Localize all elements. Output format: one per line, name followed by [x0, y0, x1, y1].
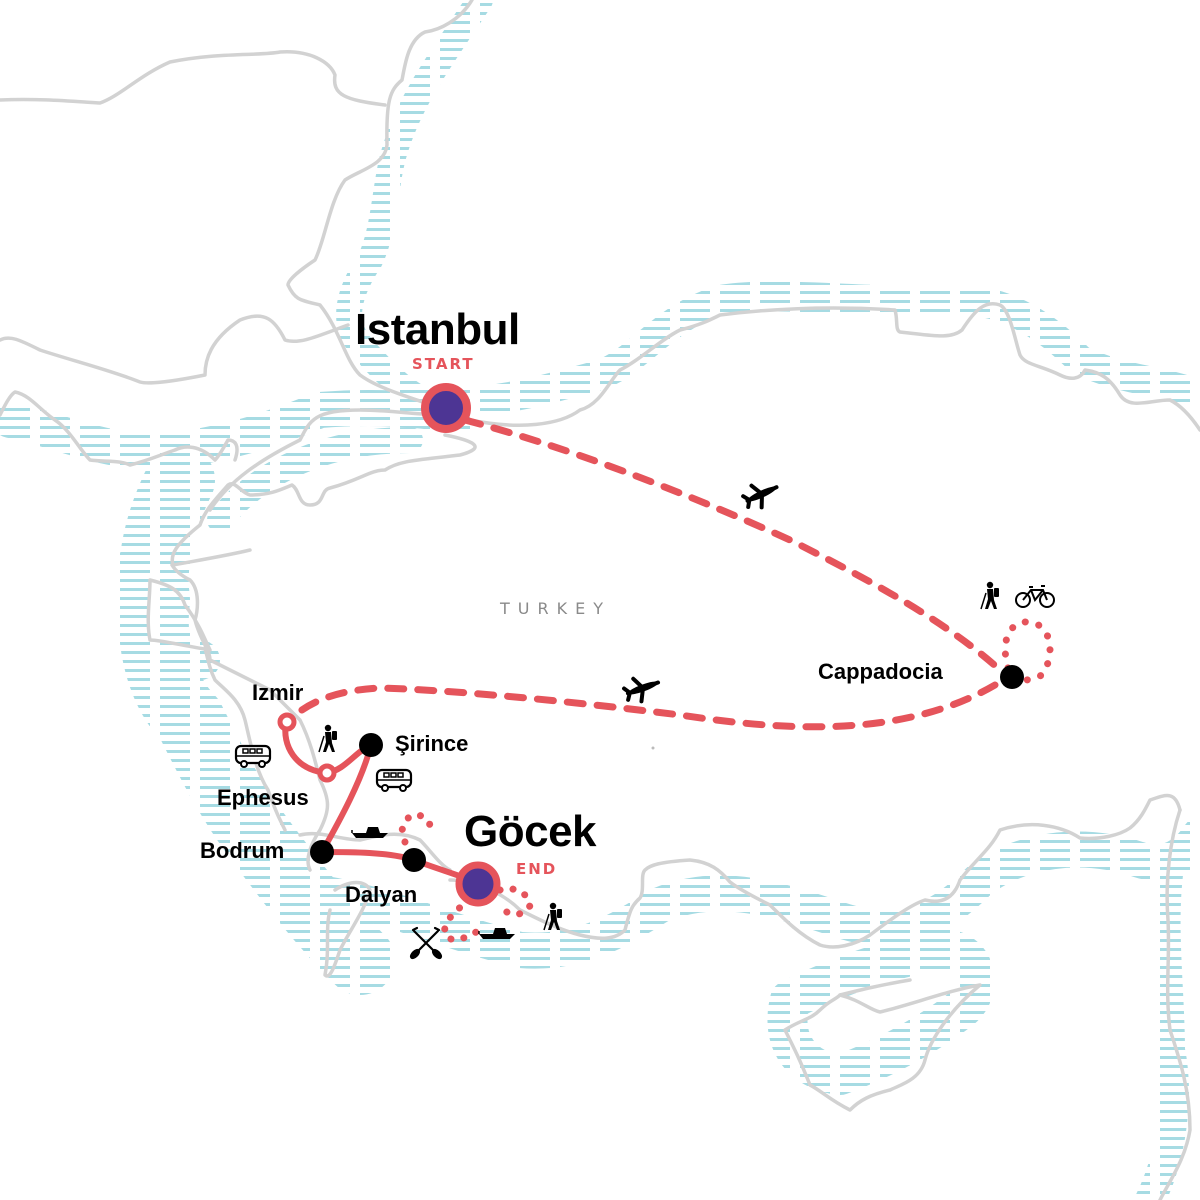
label-ephesus[interactable]: Ephesus: [217, 785, 309, 810]
route-cappadocia-izmir: [286, 681, 999, 731]
boat-icon: [351, 827, 388, 838]
bus-icon: [234, 744, 272, 768]
label-cappadocia[interactable]: Cappadocia: [818, 659, 943, 684]
route-cappadocia-loop: [1001, 618, 1054, 684]
label-sirince[interactable]: Şirince: [395, 731, 469, 756]
route-istanbul-cappadocia: [461, 416, 1004, 674]
label-istanbul[interactable]: Istanbul: [355, 305, 520, 354]
label-dalyan[interactable]: Dalyan: [345, 882, 418, 907]
kayak-paddles-icon: [409, 926, 443, 960]
bus-icon: [375, 768, 413, 792]
country-label-turkey: TURKEY: [500, 599, 611, 618]
route-bodrum-dalyan: [319, 849, 417, 863]
label-bodrum[interactable]: Bodrum: [200, 838, 285, 863]
marker-dalyan[interactable]: [402, 848, 426, 872]
label-izmir[interactable]: Izmir: [252, 680, 304, 705]
route-gocek-dotted-loop-east: [496, 885, 534, 918]
boat-icon: [478, 928, 515, 939]
marker-gocek[interactable]: [455, 861, 501, 907]
tag-end: END: [516, 860, 558, 878]
bicycle-icon: [1015, 585, 1055, 608]
marker-istanbul[interactable]: [421, 383, 471, 433]
tag-start: START: [412, 355, 475, 373]
route-gocek-dotted-loop-west: [441, 896, 484, 944]
hiking-icon: [543, 902, 562, 931]
marker-cappadocia[interactable]: [1000, 665, 1024, 689]
route-dalyan-dotted-loop: [398, 811, 435, 846]
hiking-icon: [318, 724, 337, 753]
marker-ephesus[interactable]: [317, 763, 337, 783]
map-dot: [651, 746, 655, 750]
icons: [234, 483, 1055, 960]
plane-icon: [741, 483, 779, 510]
marker-sirince[interactable]: [359, 733, 383, 757]
label-gocek[interactable]: Göcek: [464, 807, 597, 856]
markers: [277, 383, 1024, 907]
plane-icon: [622, 676, 661, 704]
marker-izmir[interactable]: [277, 712, 297, 732]
marker-bodrum[interactable]: [310, 840, 334, 864]
hiking-icon: [980, 581, 999, 610]
